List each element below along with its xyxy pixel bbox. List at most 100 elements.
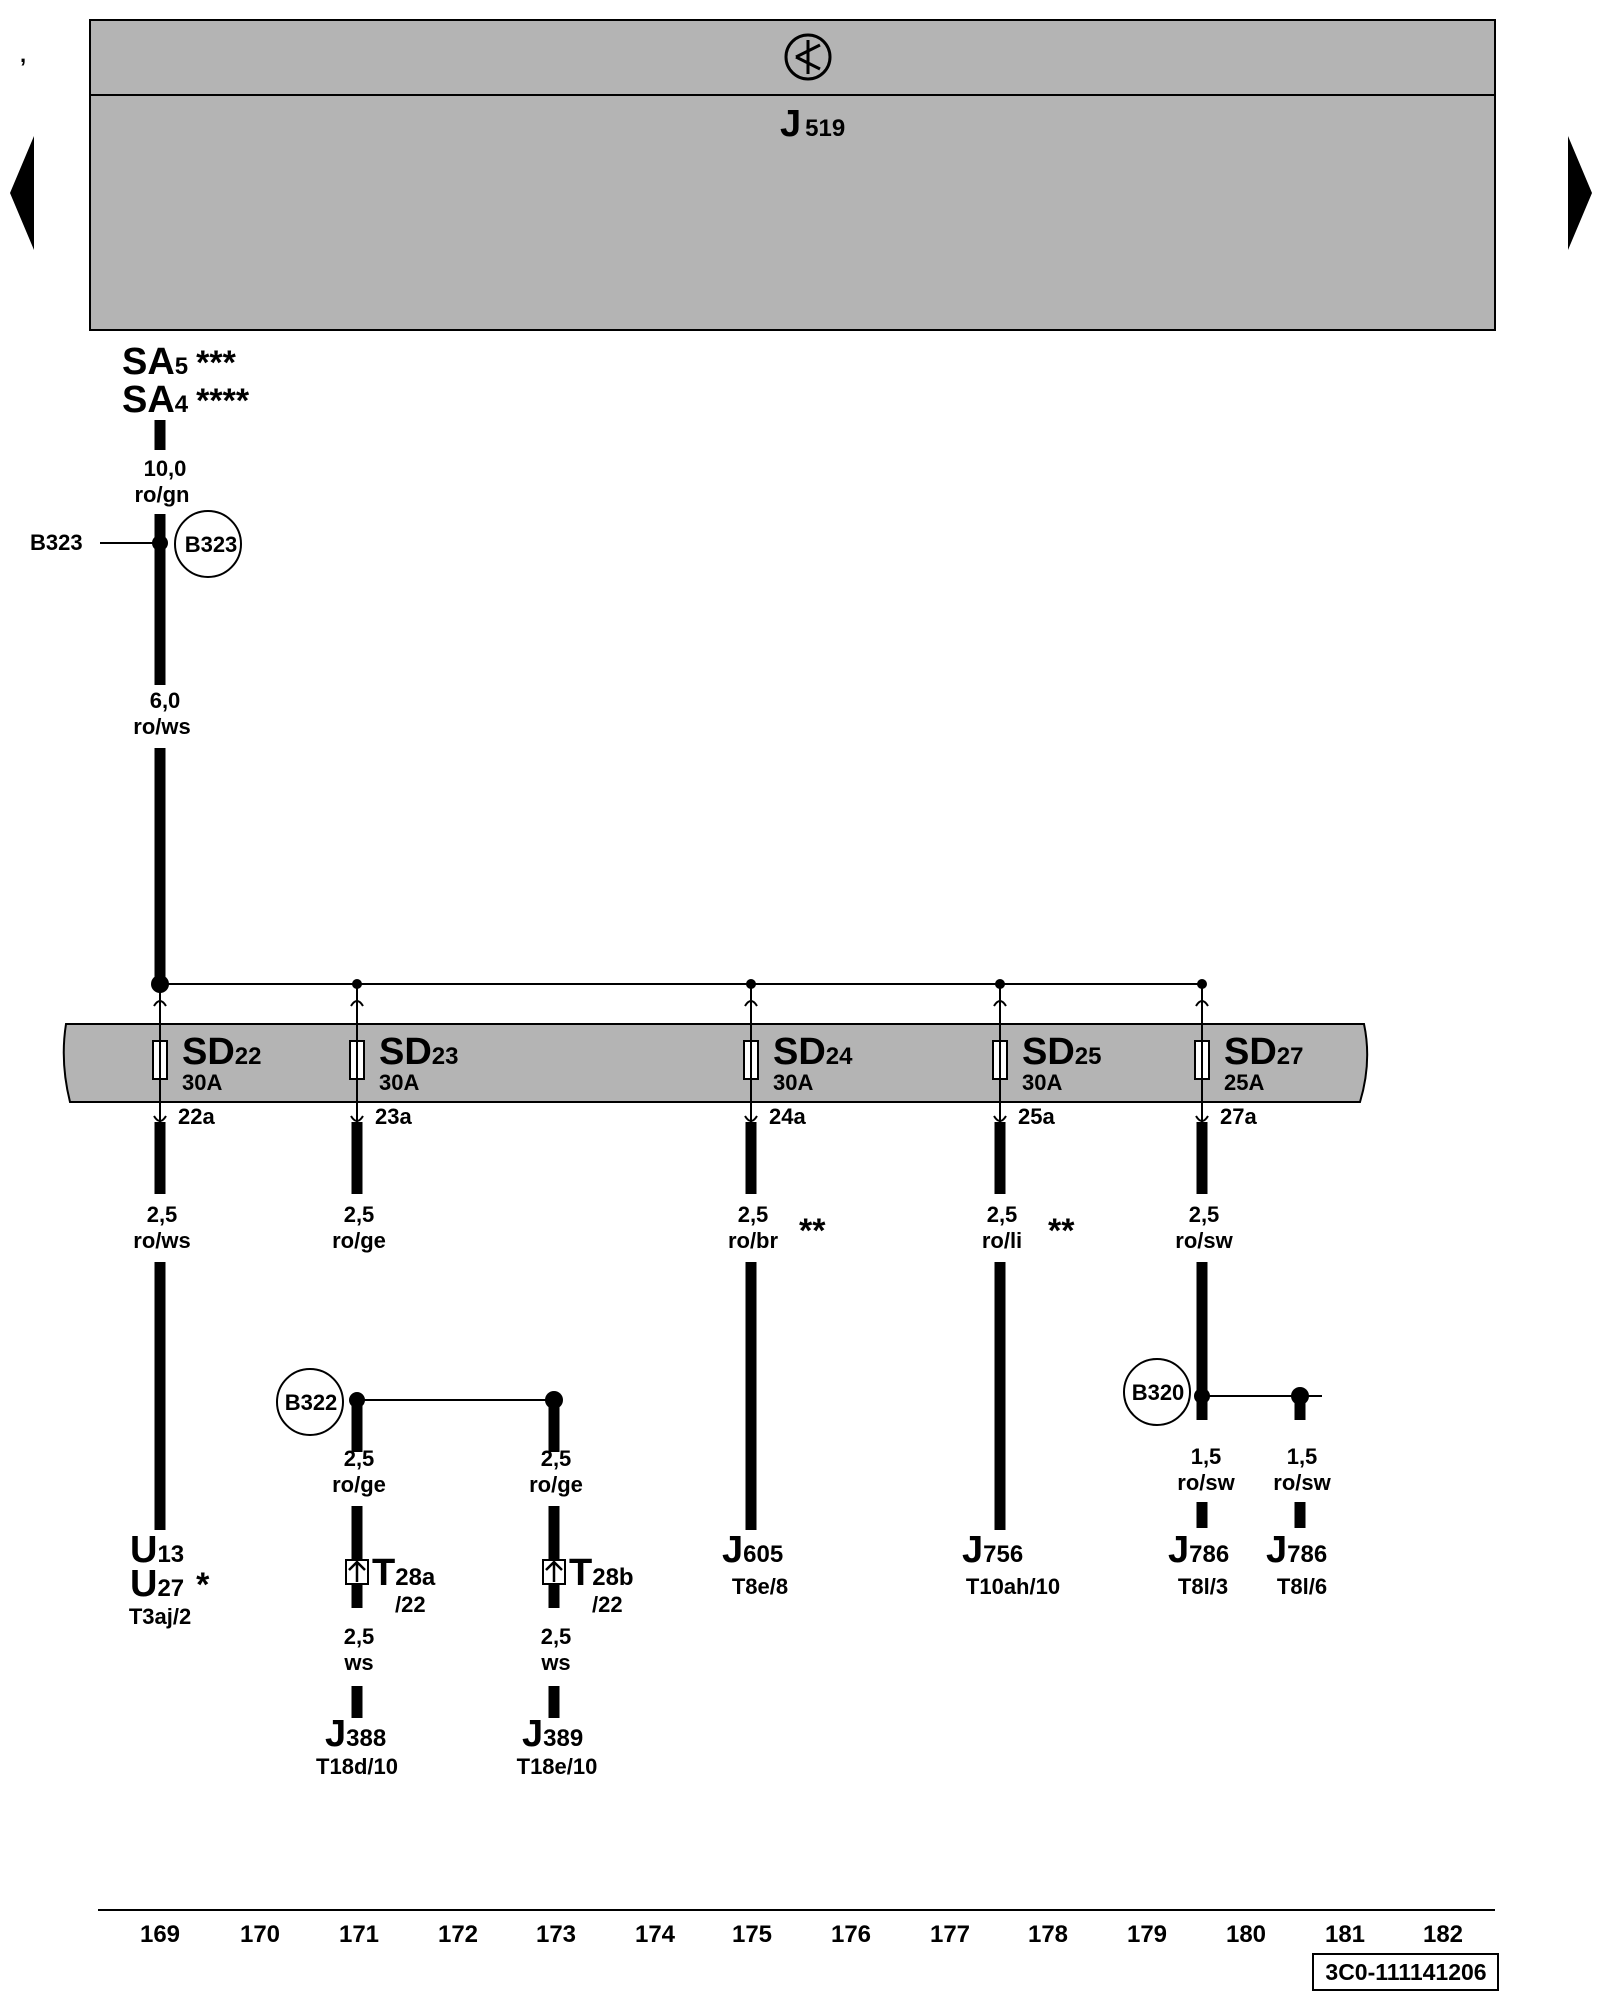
- column-number: 173: [536, 1921, 576, 1948]
- diagram-code: 3C0-111141206: [1312, 1953, 1499, 1991]
- fuse-pin: 24a: [769, 1104, 806, 1129]
- dest-j786-left-label: J786: [1168, 1529, 1229, 1571]
- previous-page-arrow[interactable]: [10, 136, 34, 250]
- dest-j388-label: J388: [325, 1713, 386, 1755]
- b322-circle: [276, 1368, 344, 1436]
- wire-size: 2,5: [738, 1202, 769, 1227]
- fuse-pin: 25a: [1018, 1104, 1055, 1129]
- column-number: 177: [930, 1921, 970, 1948]
- plug-contact-icon: [153, 1000, 167, 1007]
- wire-size: 2,5: [147, 1202, 178, 1227]
- fuse-pin: 22a: [178, 1104, 215, 1129]
- b323-junction-dot: [152, 535, 168, 551]
- fuse-amperage: 30A: [379, 1070, 419, 1095]
- wire-size: 2,5: [1189, 1202, 1220, 1227]
- b320-left-size: 1,5: [1191, 1444, 1222, 1469]
- dest-j786-right-label: J786: [1266, 1529, 1327, 1571]
- footnote-stars: **: [1048, 1212, 1075, 1250]
- connector-t28a-pin: /22: [395, 1592, 426, 1617]
- dest-j786-right-pin: T8l/6: [1277, 1574, 1327, 1599]
- branch-b320: B320: [1123, 1262, 1322, 1528]
- b322-left-color2: ws: [343, 1650, 373, 1675]
- b322-right-color2: ws: [540, 1650, 570, 1675]
- supply-wire2-color: ro/ws: [133, 714, 190, 739]
- wire-color: ro/ws: [133, 1228, 190, 1253]
- b322-right-color: ro/ge: [529, 1472, 583, 1497]
- fuse-label: SD25: [1022, 1031, 1102, 1073]
- column-number: 178: [1028, 1921, 1068, 1948]
- branch-b322: B322: [276, 1368, 563, 1718]
- dest-j605-label: J605: [722, 1529, 783, 1571]
- wire-size: 2,5: [987, 1202, 1018, 1227]
- fuse-label: SD24: [773, 1031, 853, 1073]
- plug-contact-icon: [1195, 1000, 1209, 1007]
- column-number: 175: [732, 1921, 772, 1948]
- wire-color: ro/ge: [332, 1228, 386, 1253]
- dest-j756-label: J756: [962, 1529, 1023, 1571]
- fuse-label: SD22: [182, 1031, 262, 1073]
- fuse-pin: 23a: [375, 1104, 412, 1129]
- b323-lead-label: B323: [30, 530, 83, 555]
- b322-right-size: 2,5: [541, 1446, 572, 1471]
- b320-right-size: 1,5: [1287, 1444, 1318, 1469]
- column-number: 182: [1423, 1921, 1463, 1948]
- footnote-stars: **: [799, 1212, 826, 1250]
- b320-circle: [1123, 1358, 1191, 1426]
- plug-contact-icon: [350, 1000, 364, 1007]
- column-number: 172: [438, 1921, 478, 1948]
- wire-size: 2,5: [344, 1202, 375, 1227]
- b322-circle-label: B322: [285, 1390, 338, 1415]
- fuse-amperage: 30A: [1022, 1070, 1062, 1095]
- fuse-strip-box: [62, 1023, 1369, 1103]
- column-number: 180: [1226, 1921, 1266, 1948]
- dest-j388-pin: T18d/10: [316, 1754, 398, 1779]
- dest-j389-label: J389: [522, 1713, 583, 1755]
- dest-u27-label: U27*: [130, 1563, 210, 1605]
- connector-t28a-icon: [345, 1559, 369, 1585]
- wire-color: ro/li: [982, 1228, 1022, 1253]
- supply-sa4-label: SA4****: [122, 379, 250, 421]
- column-number: 170: [240, 1921, 280, 1948]
- plug-contact-icon: [744, 1000, 758, 1007]
- b322-right-size2: 2,5: [541, 1624, 572, 1649]
- dest-j756-pin: T10ah/10: [966, 1574, 1060, 1599]
- column-number: 171: [339, 1921, 379, 1948]
- supply-wire1-size: 10,0: [144, 456, 187, 481]
- fuse-label: SD23: [379, 1031, 459, 1073]
- top-mark: ,: [20, 42, 26, 67]
- b322-left-size2: 2,5: [344, 1624, 375, 1649]
- connector-t28b-pin: /22: [592, 1592, 623, 1617]
- next-page-arrow[interactable]: [1568, 136, 1592, 250]
- b322-left-color: ro/ge: [332, 1472, 386, 1497]
- ground-fuse-symbol-icon: [784, 33, 832, 81]
- supply-wire1-color: ro/gn: [135, 482, 190, 507]
- column-number: 179: [1127, 1921, 1167, 1948]
- column-number: 176: [831, 1921, 871, 1948]
- b323-circle: [174, 510, 242, 578]
- dest-sd22-pin: T3aj/2: [129, 1604, 191, 1629]
- plug-contact-icon: [993, 1000, 1007, 1007]
- b320-left-color: ro/sw: [1177, 1470, 1235, 1495]
- dest-j389-pin: T18e/10: [517, 1754, 598, 1779]
- fuse-label: SD27: [1224, 1031, 1304, 1073]
- dest-u13-label: U13: [130, 1529, 184, 1571]
- connector-t28b-icon: [542, 1559, 566, 1585]
- fuse-amperage: 25A: [1224, 1070, 1264, 1095]
- wire-color: ro/sw: [1175, 1228, 1233, 1253]
- connector-t28b-label: T28b: [569, 1552, 634, 1594]
- diagram-code-text: 3C0-111141206: [1325, 1959, 1486, 1985]
- connector-t28a-label: T28a: [372, 1552, 436, 1594]
- dest-j605-pin: T8e/8: [732, 1574, 788, 1599]
- wire-color: ro/br: [728, 1228, 779, 1253]
- b320-circle-label: B320: [1132, 1380, 1185, 1405]
- column-number: 169: [140, 1921, 180, 1948]
- supply-wire2-size: 6,0: [150, 688, 181, 713]
